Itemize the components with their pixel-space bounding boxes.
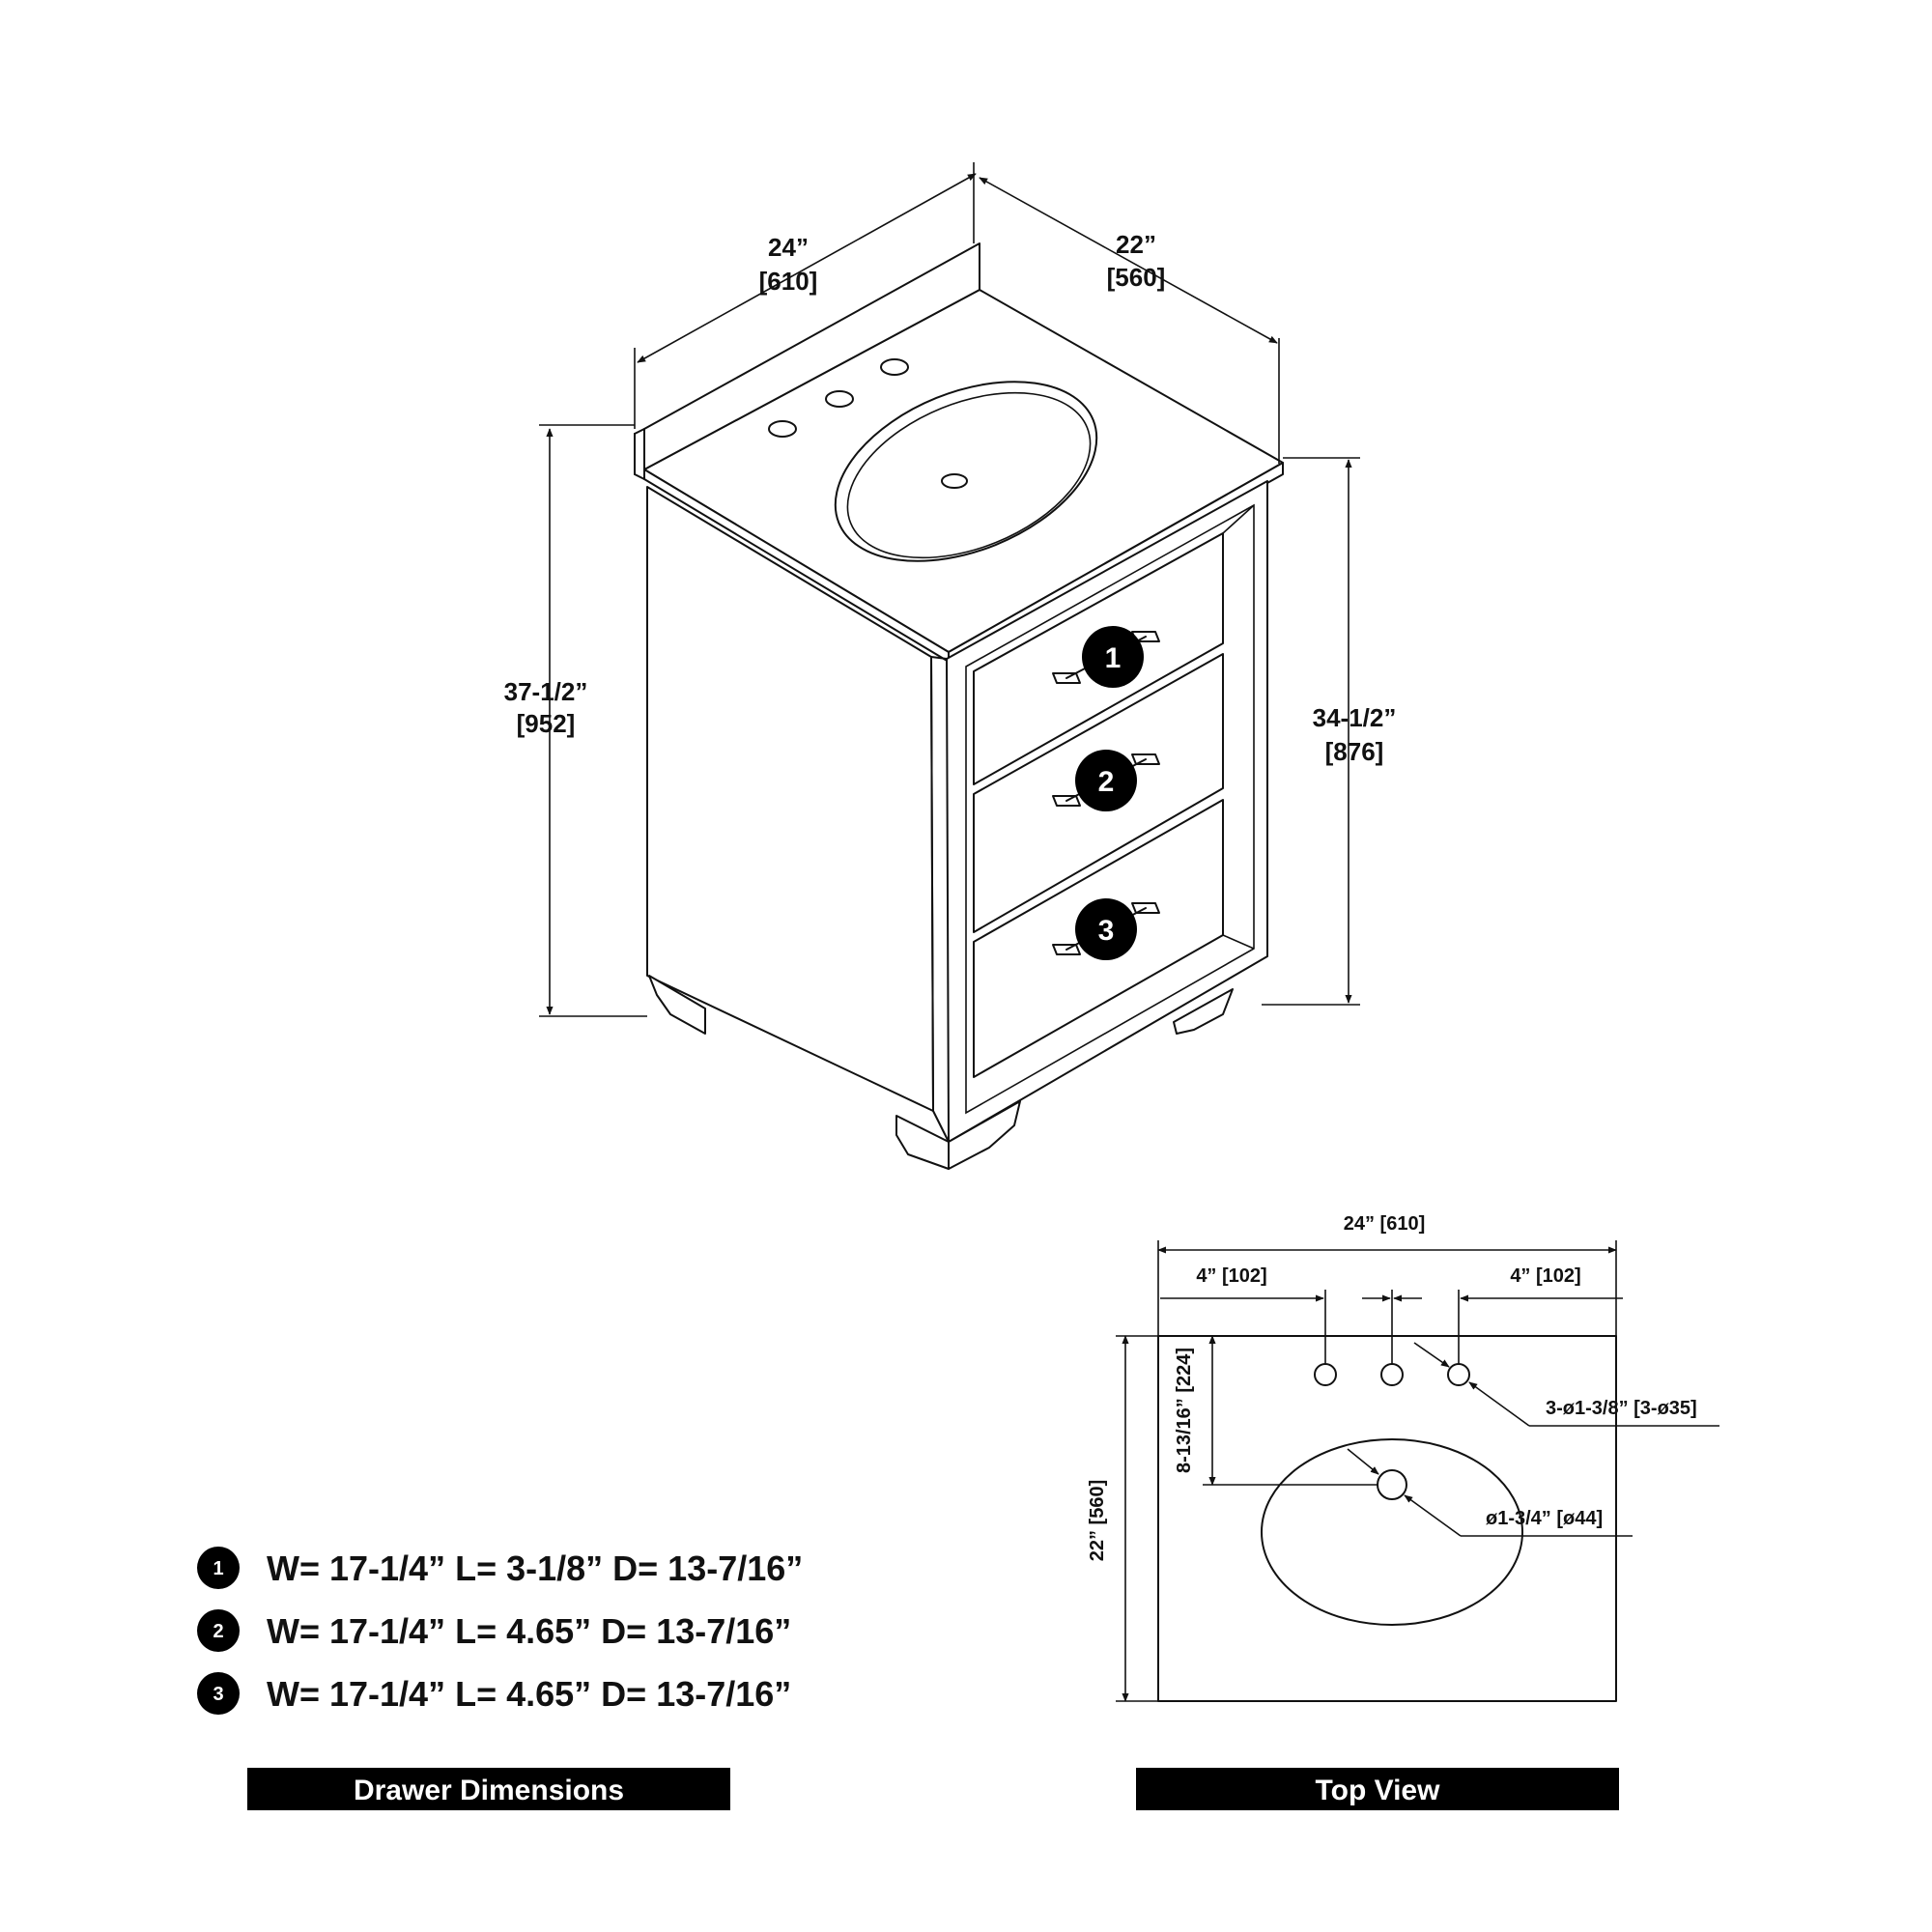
faucet-hole-center [825,390,854,408]
sink-drain [941,473,968,489]
drawer-badge-1: 1 [1082,626,1144,688]
top-drain-hole [1377,1469,1407,1500]
top-faucet-hole-left [1314,1363,1337,1386]
top-faucet-hole-right [1447,1363,1470,1386]
drawer-dimensions-banner: Drawer Dimensions [247,1768,730,1810]
foot-front-right [948,1100,1021,1170]
svg-text:3: 3 [1098,915,1115,947]
dim-depth-22: 22” [560] [979,177,1280,464]
drawer-dimensions-list: 1 W= 17-1/4” L= 3-1/8” D= 13-7/16” 2 W= … [197,1547,803,1810]
top-view-countertop [1157,1335,1617,1702]
svg-text:Top View: Top View [1316,1775,1441,1806]
top-callout-faucet-holes: 3-ø1-3/8” [3-ø35] [1413,1342,1719,1427]
svg-text:2: 2 [1098,766,1115,798]
svg-text:[610]: [610] [759,267,818,296]
top-dim-hole-spacing: 4” [102] 4” [102] [1160,1265,1623,1364]
svg-text:W= 17-1/4” L= 3-1/8” D= 13-7/1: W= 17-1/4” L= 3-1/8” D= 13-7/16” [267,1548,803,1588]
svg-text:2: 2 [213,1621,223,1642]
isometric-vanity-view: 1 2 3 [634,242,1284,1170]
svg-text:[952]: [952] [517,709,576,738]
drawer-spec-row-1: 1 W= 17-1/4” L= 3-1/8” D= 13-7/16” [197,1547,803,1589]
svg-text:W= 17-1/4” L= 4.65” D= 13-7/16: W= 17-1/4” L= 4.65” D= 13-7/16” [267,1611,791,1651]
drawer-spec-row-3: 3 W= 17-1/4” L= 4.65” D= 13-7/16” [197,1672,791,1715]
top-callout-drain-hole: ø1-3/4” [ø44] [1347,1448,1633,1537]
foot-back-left [648,975,706,1035]
foot-back-right [1173,988,1234,1035]
top-dim-depth: 22” [560] [1087,1335,1158,1702]
svg-text:22” [560]: 22” [560] [1087,1480,1108,1562]
drawer-badge-3: 3 [1075,898,1137,960]
svg-text:W= 17-1/4” L= 4.65” D= 13-7/16: W= 17-1/4” L= 4.65” D= 13-7/16” [267,1674,791,1714]
sink-basin-inner [846,391,1092,559]
sink-basin [834,381,1098,562]
svg-text:Drawer Dimensions: Drawer Dimensions [354,1775,624,1806]
drawer-badge-2: 2 [1075,750,1137,811]
svg-text:3: 3 [213,1684,223,1705]
svg-text:[560]: [560] [1107,263,1166,292]
svg-text:4” [102]: 4” [102] [1510,1265,1580,1287]
svg-text:24” [610]: 24” [610] [1344,1213,1426,1235]
top-view: 24” [610] 4” [102] 4” [102] 22” [560] 8-… [1087,1213,1719,1810]
faucet-hole-left [768,420,797,438]
svg-text:[876]: [876] [1325,737,1384,766]
faucet-hole-right [880,358,909,376]
dim-width-24: 24” [610] [634,162,977,429]
foot-front-left [895,1115,950,1170]
svg-text:37-1/2”: 37-1/2” [504,677,588,706]
svg-text:ø1-3/4” [ø44]: ø1-3/4” [ø44] [1486,1508,1603,1529]
svg-text:1: 1 [1105,642,1122,674]
top-dim-width: 24” [610] [1157,1213,1617,1336]
top-dim-drain-offset: 8-13/16” [224] [1174,1335,1378,1486]
svg-text:3-ø1-3/8” [3-ø35]: 3-ø1-3/8” [3-ø35] [1546,1398,1697,1419]
svg-text:1: 1 [213,1558,223,1579]
svg-text:8-13/16” [224]: 8-13/16” [224] [1174,1348,1195,1473]
svg-text:34-1/2”: 34-1/2” [1313,703,1397,732]
svg-text:4” [102]: 4” [102] [1196,1265,1266,1287]
drawer-spec-row-2: 2 W= 17-1/4” L= 4.65” D= 13-7/16” [197,1609,791,1652]
top-view-banner: Top View [1136,1768,1619,1810]
svg-text:22”: 22” [1116,230,1156,259]
top-faucet-hole-center [1380,1363,1404,1386]
dim-height-37-5: 37-1/2” [952] [504,424,647,1017]
svg-text:24”: 24” [768,233,809,262]
top-sink-bowl [1261,1438,1523,1626]
dim-height-34-5: 34-1/2” [876] [1262,457,1397,1006]
